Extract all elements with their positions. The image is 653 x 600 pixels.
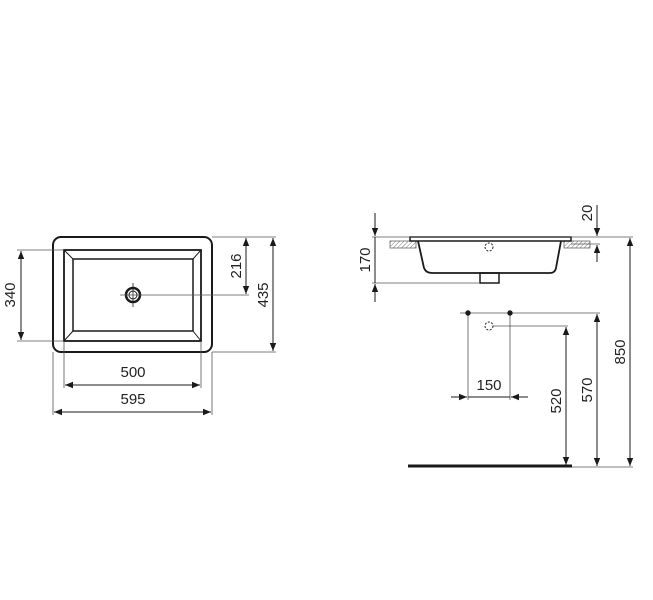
dim-20: 20 [579, 205, 596, 222]
basin-outer-outline [52, 236, 213, 353]
wall-hatch-left [389, 240, 417, 249]
plan-view [17, 236, 277, 416]
dim-595: 595 [120, 391, 145, 408]
basin-rim [409, 236, 572, 242]
wall-hatch-right [563, 240, 591, 249]
dim-570: 570 [579, 377, 596, 402]
dim-170: 170 [357, 247, 374, 272]
tap-point-right [507, 310, 513, 316]
dim-216: 216 [228, 253, 245, 278]
dim-500: 500 [120, 364, 145, 381]
dim-520: 520 [548, 388, 565, 413]
waste-point-icon [484, 321, 494, 331]
tap-point-left [465, 310, 471, 316]
basin-inner-rim [63, 249, 202, 342]
basin-bowl-profile [417, 240, 562, 274]
dim-435: 435 [255, 282, 272, 307]
dim-340: 340 [2, 282, 19, 307]
dim-850: 850 [612, 339, 629, 364]
side-view [371, 205, 634, 468]
waste-outlet [479, 272, 500, 284]
dim-150: 150 [476, 377, 501, 394]
overflow-icon [484, 242, 494, 252]
